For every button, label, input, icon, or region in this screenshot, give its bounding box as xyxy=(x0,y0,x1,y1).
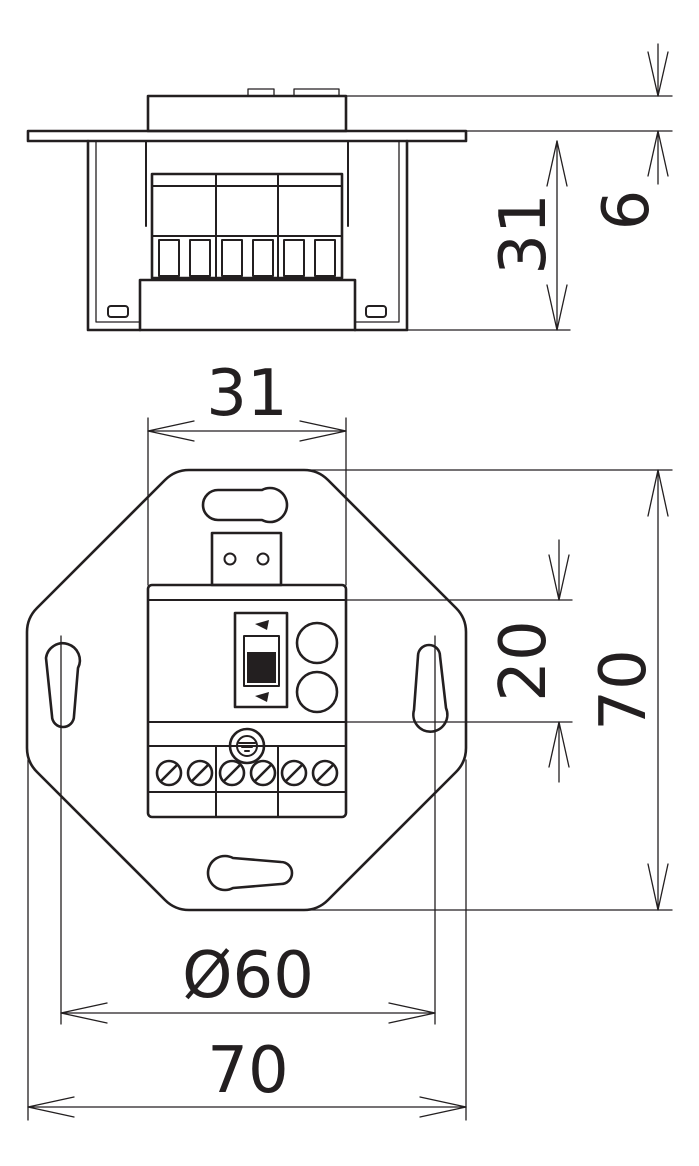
terminal-slot xyxy=(158,239,180,277)
dim-label-front-total-width: 70 xyxy=(207,1034,288,1108)
side-cap-nub-right xyxy=(293,88,340,97)
front-view xyxy=(25,468,468,912)
terminal-slot xyxy=(189,239,211,277)
arrowhead xyxy=(419,1096,467,1118)
arrowhead xyxy=(60,1002,108,1024)
arrowhead xyxy=(647,130,669,177)
round-button-bottom xyxy=(295,670,339,714)
arrowhead xyxy=(647,51,669,97)
side-top-cap xyxy=(146,94,348,133)
side-view xyxy=(26,88,468,332)
dim-label-front-insert-width: 31 xyxy=(206,357,287,431)
terminal-screw xyxy=(155,759,183,787)
side-base xyxy=(138,278,357,332)
side-bracket-left-inner xyxy=(95,140,141,323)
dim-front-70-horizontal: 70 xyxy=(27,759,467,1121)
dim-front-diameter: Ø60 xyxy=(60,635,436,1025)
arrowhead xyxy=(546,284,568,331)
terminal-screws xyxy=(155,759,339,787)
keyhole-slot-bottom xyxy=(206,854,294,892)
terminal-screw xyxy=(186,759,214,787)
terminal-slot xyxy=(221,239,243,277)
arrowhead xyxy=(27,1096,75,1118)
front-mounting-frame xyxy=(25,468,468,912)
dim-side-31: 31 xyxy=(407,140,571,331)
terminal-slot xyxy=(283,239,305,277)
round-button-top xyxy=(295,621,339,665)
terminal-screw xyxy=(280,759,308,787)
ground-screw xyxy=(228,727,266,765)
side-terminal-slots xyxy=(158,239,336,277)
arrowhead xyxy=(546,140,568,187)
arrowhead xyxy=(388,1002,436,1024)
tab-hole-right xyxy=(256,552,270,566)
terminal-slot xyxy=(314,239,336,277)
keyhole-slot-top xyxy=(201,486,289,524)
side-slot-right xyxy=(365,305,387,318)
dim-label-side-total: 31 xyxy=(487,193,561,274)
side-bracket-right-inner xyxy=(354,140,400,323)
bell-icon xyxy=(255,620,269,630)
ground-screw-inner xyxy=(236,735,258,757)
terminal-slot xyxy=(252,239,274,277)
side-bracket-left xyxy=(86,139,142,332)
side-slot-left xyxy=(107,305,129,318)
front-upper-tab xyxy=(210,531,283,587)
arrowhead xyxy=(647,863,669,911)
keyhole-slot-left xyxy=(44,642,82,729)
side-mounting-plate xyxy=(26,129,468,143)
arrowhead xyxy=(548,721,570,768)
dim-label-front-center-height: 20 xyxy=(487,620,561,701)
dim-label-side-flange: 6 xyxy=(590,190,664,231)
bell-icon xyxy=(255,692,269,702)
front-insert-body xyxy=(146,583,348,819)
ground-symbol-icon xyxy=(238,742,256,752)
rj-socket xyxy=(233,611,289,709)
dim-front-70-vertical: 70 xyxy=(303,469,673,911)
terminal-screw xyxy=(311,759,339,787)
terminal-screw xyxy=(249,759,277,787)
terminal-screw xyxy=(218,759,246,787)
side-bracket-right xyxy=(353,139,409,332)
arrowhead xyxy=(299,420,347,442)
dim-label-front-diameter: Ø60 xyxy=(182,939,314,1013)
rj-socket-contacts xyxy=(247,652,276,683)
dim-front-31: 31 xyxy=(147,357,347,586)
arrowhead xyxy=(548,554,570,601)
arrowhead xyxy=(647,469,669,517)
keyhole-slot-right xyxy=(412,643,449,733)
tab-hole-left xyxy=(223,552,237,566)
side-cap-nub-left xyxy=(247,88,275,97)
arrowhead xyxy=(147,420,195,442)
side-terminal-block xyxy=(150,172,344,280)
dim-side-6: 6 xyxy=(345,43,673,231)
dim-front-20: 20 xyxy=(345,539,573,783)
dim-label-front-total-height: 70 xyxy=(587,649,661,730)
rj-socket-opening xyxy=(243,635,280,687)
